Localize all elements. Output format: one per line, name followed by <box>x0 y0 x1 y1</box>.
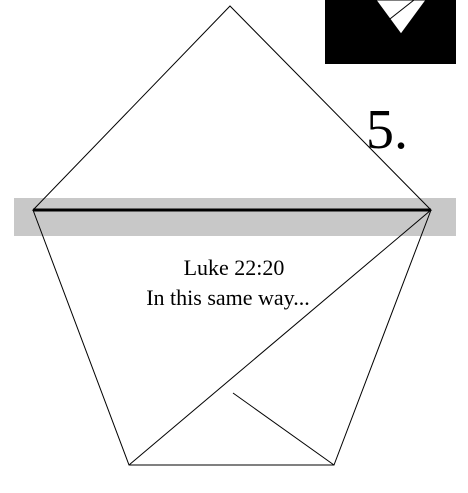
pentagon-outline <box>32 209 432 466</box>
inner-crease <box>232 392 335 466</box>
thumbnail-black-shape <box>325 0 456 64</box>
step-number: 5. <box>366 99 408 161</box>
caption-text: In this same way... <box>146 285 310 310</box>
fold-band <box>14 198 456 236</box>
caption-reference: Luke 22:20 <box>184 255 285 280</box>
diagonal-crease <box>128 209 432 466</box>
thumbnail-white-fold <box>375 0 427 35</box>
previous-step-thumbnail <box>325 0 456 64</box>
thumbnail-fold-line <box>380 0 415 27</box>
